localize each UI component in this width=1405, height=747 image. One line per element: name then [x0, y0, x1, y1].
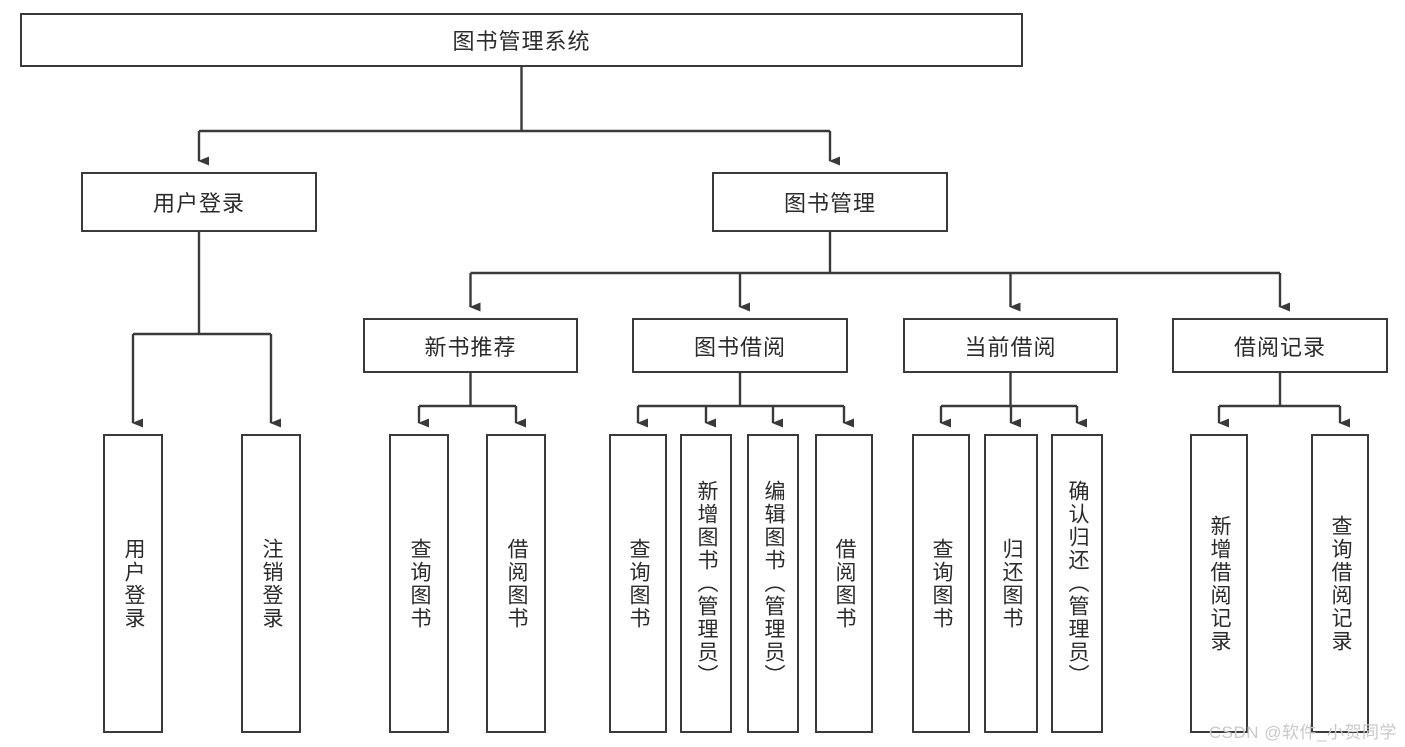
node-label-leaf-borrow-book-2: 借阅图书 — [833, 537, 857, 630]
node-leaf-query-book-2[interactable]: 查询图书 — [609, 434, 667, 733]
node-leaf-borrow-book-2[interactable]: 借阅图书 — [815, 434, 873, 733]
node-label-current-borrow: 当前借阅 — [964, 334, 1057, 360]
node-label-leaf-query-record: 查询借阅记录 — [1329, 514, 1353, 653]
watermark-text: CSDN @软件_小贺同学 — [1208, 723, 1397, 742]
node-label-leaf-add-record: 新增借阅记录 — [1208, 514, 1232, 653]
node-leaf-confirm-return[interactable]: 确认归还（管理员） — [1051, 434, 1103, 733]
node-label-leaf-edit-book: 编辑图书（管理员） — [762, 480, 786, 687]
node-leaf-add-book[interactable]: 新增图书（管理员） — [680, 434, 732, 733]
node-leaf-return-book[interactable]: 归还图书 — [984, 434, 1038, 733]
node-leaf-add-record[interactable]: 新增借阅记录 — [1190, 434, 1248, 733]
node-label-book-manage: 图书管理 — [783, 191, 876, 216]
node-current-borrow[interactable]: 当前借阅 — [903, 318, 1118, 373]
node-new-book-rec[interactable]: 新书推荐 — [363, 318, 578, 373]
node-label-borrow-record: 借阅记录 — [1233, 334, 1326, 360]
node-label-leaf-user-logout: 注销登录 — [260, 537, 284, 630]
node-label-root: 图书管理系统 — [452, 29, 591, 54]
node-label-leaf-borrow-book-1: 借阅图书 — [505, 537, 529, 630]
node-leaf-user-logout[interactable]: 注销登录 — [241, 434, 301, 733]
node-leaf-edit-book[interactable]: 编辑图书（管理员） — [747, 434, 799, 733]
node-root[interactable]: 图书管理系统 — [20, 13, 1023, 67]
node-label-leaf-user-login: 用户登录 — [122, 537, 146, 630]
node-borrow-record[interactable]: 借阅记录 — [1172, 318, 1388, 373]
node-book-manage[interactable]: 图书管理 — [712, 172, 948, 232]
node-leaf-query-book-3[interactable]: 查询图书 — [912, 434, 970, 733]
node-label-leaf-return-book: 归还图书 — [1000, 537, 1024, 630]
node-leaf-query-record[interactable]: 查询借阅记录 — [1311, 434, 1369, 733]
node-label-leaf-query-book-2: 查询图书 — [627, 537, 651, 630]
node-label-leaf-confirm-return: 确认归还（管理员） — [1066, 480, 1090, 687]
node-book-borrow[interactable]: 图书借阅 — [632, 318, 848, 373]
node-leaf-query-book-1[interactable]: 查询图书 — [389, 434, 449, 733]
node-leaf-user-login[interactable]: 用户登录 — [103, 434, 163, 733]
node-leaf-borrow-book-1[interactable]: 借阅图书 — [486, 434, 546, 733]
node-label-user-login: 用户登录 — [152, 191, 245, 216]
node-label-leaf-query-book-3: 查询图书 — [930, 537, 954, 630]
node-label-leaf-add-book: 新增图书（管理员） — [695, 480, 719, 687]
node-label-leaf-query-book-1: 查询图书 — [408, 537, 432, 630]
node-label-new-book-rec: 新书推荐 — [424, 334, 517, 360]
node-label-book-borrow: 图书借阅 — [693, 334, 786, 360]
node-user-login[interactable]: 用户登录 — [81, 172, 317, 232]
